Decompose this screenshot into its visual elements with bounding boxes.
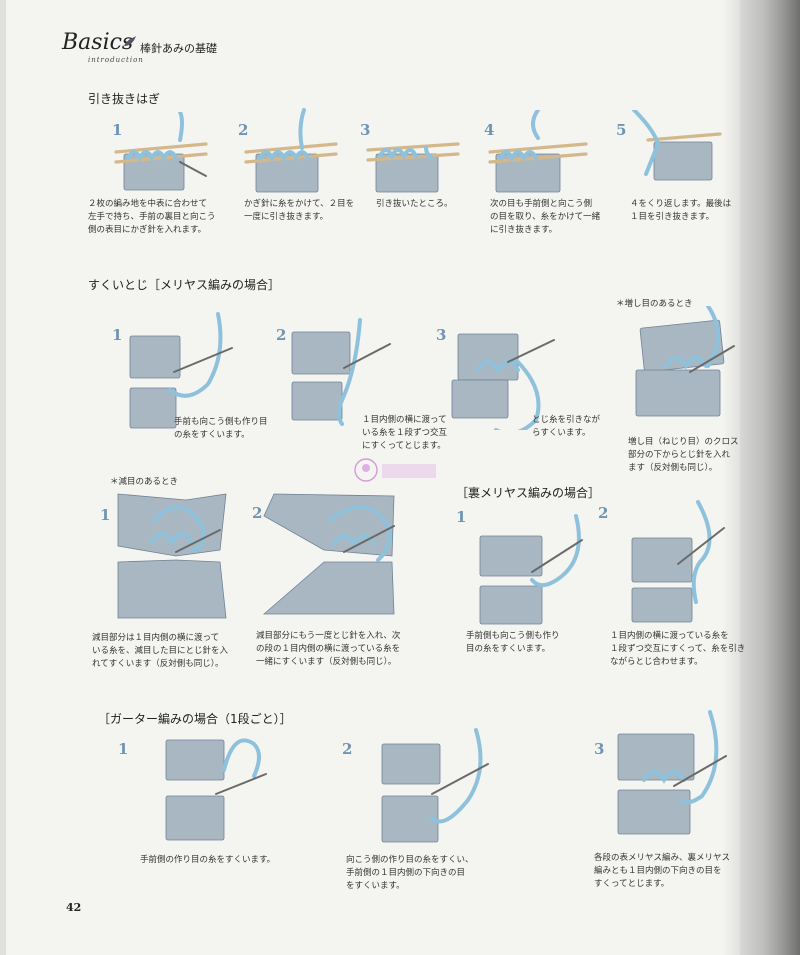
brand-logo-text: Basics (62, 30, 134, 55)
step-caption: 引き抜いたところ。 (376, 199, 453, 209)
step-caption: １目内側の横に渡っている糸を １段ずつ交互にすくって、糸を引き ながらとじ合わせ… (610, 631, 746, 667)
brand-subtitle: introduction (88, 56, 144, 64)
illustration-sukui-3 (451, 333, 555, 430)
step-number: 4 (484, 121, 495, 139)
section-title-hikinuki: 引き抜きはぎ (88, 92, 161, 106)
subsection-title-increase: ＊増し目のあるとき (616, 299, 693, 309)
step-number: 1 (112, 326, 123, 344)
step-number: 2 (252, 504, 263, 522)
step-number: 2 (276, 326, 287, 344)
illustration-sukui-1 (129, 312, 233, 429)
section-title-ura: ［裏メリヤス編みの場合］ (456, 486, 601, 500)
step-number: 1 (118, 740, 129, 758)
page-title: 棒針あみの基礎 (140, 42, 217, 55)
illustration-ura-2 (631, 500, 725, 623)
section-title-garter: ［ガーター編みの場合（1段ごと）］ (98, 712, 292, 726)
step-number: 1 (100, 506, 111, 524)
book-spine (740, 0, 800, 955)
illustration-decrease-2 (262, 493, 395, 615)
section-title-sukui: すくいとじ［メリヤス編みの場合］ (88, 278, 281, 292)
step-number: 3 (594, 740, 605, 758)
illustration-decrease-1 (117, 493, 227, 619)
step-number: 2 (598, 504, 609, 522)
step-number: 1 (456, 508, 467, 526)
step-number: 2 (238, 121, 249, 139)
step-caption: 手前側も向こう側も作り 目の糸をすくいます。 (466, 631, 560, 654)
step-caption: 次の目も手前側と向こう側 の目を取り、糸をかけて一緒 に引き抜きます。 (490, 199, 601, 235)
step-number: 5 (616, 121, 627, 139)
illustration-garter-3 (617, 710, 727, 835)
page-number: 42 (66, 901, 82, 914)
leaf-ornament-icon (124, 36, 136, 46)
illustration-increase (635, 306, 735, 417)
step-caption: 各段の表メリヤス編み、裏メリヤス 編みとも１目内側の下向きの目を すくってとじま… (594, 853, 731, 889)
step-number: 3 (436, 326, 447, 344)
page-left-edge (0, 0, 6, 955)
illustration-ura-1 (479, 514, 583, 625)
step-caption: 減目部分にもう一度とじ針を入れ、次 の段の１目内側の横に渡っている糸を 一緒にす… (256, 631, 401, 667)
illustration-sukui-2 (291, 318, 391, 426)
illustration-garter-2 (381, 728, 489, 843)
illustration-garter-1 (165, 738, 267, 841)
illustration-hikinuki-2 (244, 108, 338, 193)
illustration-hikinuki-1 (114, 112, 208, 191)
step-caption: かぎ針に糸をかけて、２目を 一度に引き抜きます。 (244, 199, 355, 222)
step-caption: １目内側の横に渡って いる糸を１段ずつ交互 にすくってとじます。 (362, 415, 448, 451)
step-number: 1 (112, 121, 123, 139)
watermark-logo (354, 458, 436, 482)
step-caption: ４をくり返します。最後は １目を引き抜きます。 (630, 199, 732, 222)
step-number: 2 (342, 740, 353, 758)
subsection-title-decrease: ＊減目のあるとき (110, 477, 179, 487)
step-caption: 手前も向こう側も作り目 の糸をすくいます。 (174, 417, 268, 440)
illustration-hikinuki-4 (488, 110, 588, 193)
illustration-hikinuki-3 (366, 142, 460, 193)
illustration-hikinuki-5 (632, 110, 722, 181)
step-number: 3 (360, 121, 371, 139)
step-caption: 手前側の作り目の糸をすくいます。 (140, 855, 276, 865)
increase-caption: 増し目（ねじり目）のクロス 部分の下からとじ針を入れ ます（反対側も同じ）。 (628, 437, 739, 473)
step-caption: とじ糸を引きなが らすくいます。 (532, 415, 601, 438)
page-gutter-shadow (722, 0, 740, 955)
step-caption: 減目部分は１目内側の横に渡って いる糸を、減目した目にとじ針を入 れてすくいます… (92, 633, 229, 669)
step-caption: ２枚の編み地を中表に合わせて 左手で持ち、手前の裏目と向こう 側の表目にかぎ針を… (88, 199, 216, 235)
step-caption: 向こう側の作り目の糸をすくい、 手前側の１目内側の下向きの目 をすくいます。 (346, 855, 474, 891)
